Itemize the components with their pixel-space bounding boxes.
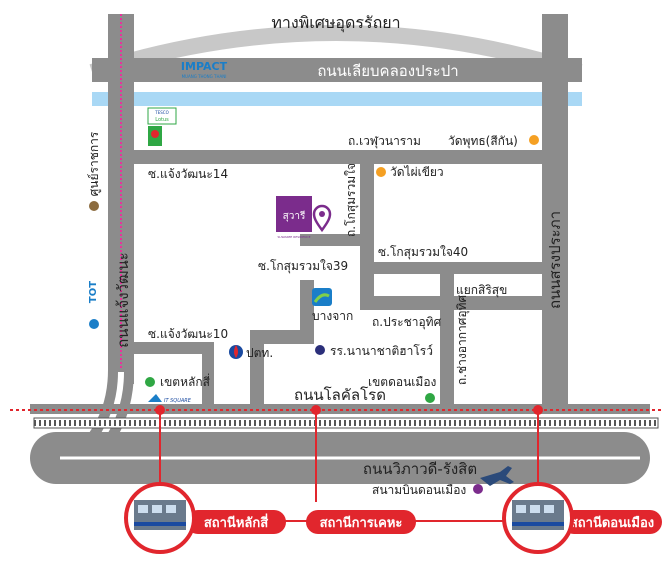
we-phu-label: ถ.เวฬุวนาราม bbox=[348, 134, 421, 149]
sun-ratchakan-dot bbox=[89, 201, 99, 211]
svg-text:TESCO: TESCO bbox=[154, 110, 168, 115]
wat-phai-label: วัดไผ่เขียว bbox=[390, 165, 444, 179]
vibhavadi-label: ถนนวิภาวดี-รังสิต bbox=[363, 460, 477, 478]
laksi-station-dot bbox=[155, 405, 165, 415]
wat-phut-dot bbox=[529, 135, 539, 145]
chaeng-watthana-label: ถนนแจ้งวัฒนะ bbox=[114, 252, 132, 348]
soi-chaeng-10-label: ซ.แจ้งวัฒนะ10 bbox=[148, 327, 228, 341]
yaek-label: แยกสิริสุข bbox=[456, 283, 507, 298]
bangchak-label: บางจาก bbox=[312, 309, 353, 323]
canal bbox=[92, 92, 582, 106]
airplane-icon bbox=[480, 466, 514, 486]
chang-akat-label: ถ.ช่างอากาศอุทิศ bbox=[455, 295, 470, 386]
khosum-road bbox=[360, 150, 374, 310]
expressway-road bbox=[89, 25, 583, 80]
khosum-label: ถ.โกสุมรวมใจ bbox=[344, 163, 359, 237]
bangchak-road bbox=[300, 280, 314, 344]
soi-khosum-40-label: ซ.โกสุมรวมใจ40 bbox=[378, 245, 468, 260]
kankheha-station-banner bbox=[306, 510, 416, 534]
chang-akat-road bbox=[440, 274, 454, 404]
svg-text:IT SQUARE: IT SQUARE bbox=[164, 398, 192, 404]
svg-text:Lotus: Lotus bbox=[155, 117, 169, 123]
laksi-station-banner bbox=[186, 510, 286, 534]
liap-khlong-prapa-label: ถนนเลียบคลองประปา bbox=[317, 62, 458, 80]
school-dot bbox=[315, 345, 325, 355]
tot-logo: TOT bbox=[88, 281, 99, 303]
donmueang-station-label: สถานีดอนเมือง bbox=[570, 515, 654, 531]
wat-phut-label: วัดพุทธ(สีกัน) bbox=[448, 134, 518, 149]
tot-dot bbox=[89, 319, 99, 329]
suwaree-logo: สุวารี SUWAREE RESIDENCE bbox=[276, 196, 312, 239]
location-pin-icon bbox=[312, 204, 332, 233]
khet-donmueang-dot bbox=[425, 393, 435, 403]
ptt-label: ปตท. bbox=[246, 346, 273, 360]
soi-khosum-39-label: ซ.โกสุมรวมใจ39 bbox=[258, 259, 348, 274]
tesco-lotus-logo: TESCO Lotus bbox=[147, 107, 177, 146]
bangchak-connector bbox=[250, 330, 314, 344]
svg-text:สุวารี: สุวารี bbox=[283, 210, 306, 222]
liap-khlong-prapa-road bbox=[92, 58, 582, 82]
airport-label: สนามบินดอนเมือง bbox=[372, 483, 466, 497]
soi-chaeng-10-down bbox=[202, 342, 214, 406]
school-label: รร.นานาชาติฮาโรว์ bbox=[330, 344, 433, 358]
laksi-train-icon bbox=[124, 482, 196, 554]
itsquare-logo: IT SQUARE bbox=[148, 394, 192, 404]
svg-text:SUWAREE RESIDENCE: SUWAREE RESIDENCE bbox=[278, 235, 311, 239]
impact-sub: MUANG THONG THANI bbox=[182, 74, 227, 79]
songprapa-label: ถนนสรงประภา bbox=[546, 211, 564, 309]
airport-dot bbox=[473, 484, 483, 494]
ptt-road bbox=[250, 330, 264, 406]
soi-chaeng-10-road bbox=[134, 342, 214, 354]
impact-logo: IMPACT bbox=[181, 60, 228, 73]
ptt-logo bbox=[229, 345, 243, 359]
bangchak-logo bbox=[312, 288, 332, 306]
expressway-label: ทางพิเศษอุดรรัถยา bbox=[271, 13, 400, 33]
wat-phai-dot bbox=[376, 167, 386, 177]
kankheha-station-label: สถานีการเคหะ bbox=[320, 515, 403, 531]
khet-laksi-label: เขตหลักสี่ bbox=[160, 373, 211, 389]
sun-ratchakan-label: ศูนย์ราชการ bbox=[87, 131, 102, 196]
lokkhan-label: ถนนโลคัลโรด bbox=[294, 386, 386, 404]
kankheha-station-dot bbox=[311, 405, 321, 415]
donmueang-train-icon bbox=[502, 482, 574, 554]
soi-chaeng-14-road bbox=[134, 150, 544, 164]
soi-chaeng-14-label: ซ.แจ้งวัฒนะ14 bbox=[148, 167, 228, 181]
donmueang-station-dot bbox=[533, 405, 543, 415]
laksi-station-label: สถานีหลักสี่ bbox=[204, 513, 268, 531]
khet-donmueang-label: เขตดอนเมือง bbox=[368, 375, 436, 389]
soi-khosum-40-road bbox=[374, 262, 544, 274]
songprapa-road bbox=[542, 14, 568, 414]
khet-laksi-dot bbox=[145, 377, 155, 387]
donmueang-station-banner bbox=[562, 510, 662, 534]
pracha-uthit-label: ถ.ประชาอุทิศ bbox=[372, 315, 442, 330]
soi-khosum-39-road bbox=[300, 234, 374, 246]
